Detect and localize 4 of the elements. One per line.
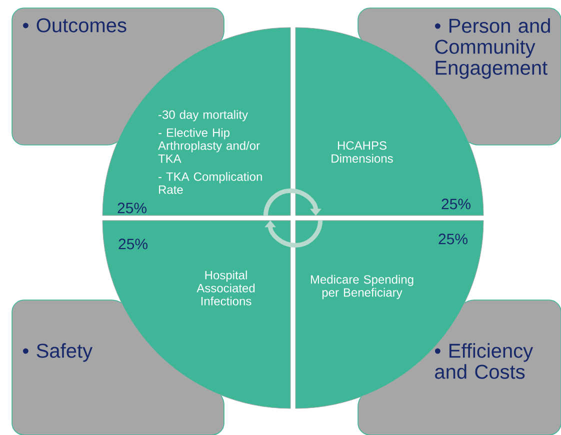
quadrant: Hospital Associated Infections 25%: [102, 220, 291, 409]
cycle-arrow: [263, 188, 322, 216]
cycle-arrow: [264, 220, 323, 248]
category-box: • Efficiency and Costs: [358, 300, 561, 435]
